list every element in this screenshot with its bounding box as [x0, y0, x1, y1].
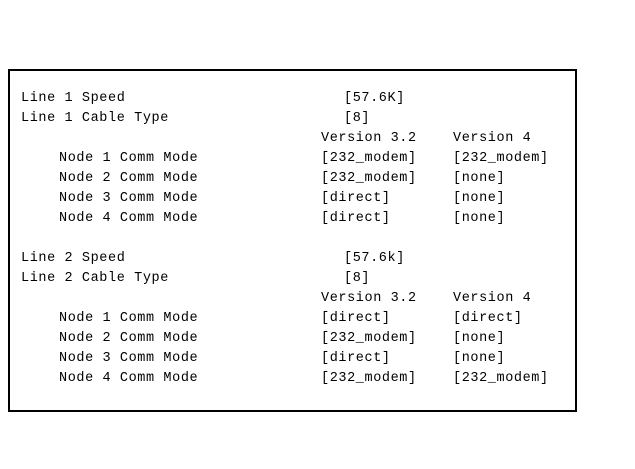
- line-1-node-4-label: Node 4 Comm Mode: [59, 211, 199, 226]
- line-1-node-4-v4-value[interactable]: [none]: [453, 211, 506, 226]
- table-row: Node 1 Comm Mode [direct] [direct]: [10, 309, 575, 329]
- line-1-version-4-header: Version 4: [453, 131, 532, 146]
- table-row: Node 4 Comm Mode [232_modem] [232_modem]: [10, 369, 575, 389]
- line-2-node-1-v4-value[interactable]: [direct]: [453, 311, 523, 326]
- table-row: Node 2 Comm Mode [232_modem] [none]: [10, 169, 575, 189]
- line-2-node-2-v4-value[interactable]: [none]: [453, 331, 506, 346]
- line-2-node-3-v32-value[interactable]: [direct]: [321, 351, 391, 366]
- line-2-node-4-label: Node 4 Comm Mode: [59, 371, 199, 386]
- table-row: Node 1 Comm Mode [232_modem] [232_modem]: [10, 149, 575, 169]
- line-2-node-4-v32-value[interactable]: [232_modem]: [321, 371, 417, 386]
- table-row: Node 2 Comm Mode [232_modem] [none]: [10, 329, 575, 349]
- config-panel: Line 1 Speed [57.6K] Line 1 Cable Type […: [8, 69, 577, 412]
- row-line-1-version-headers: Version 3.2 Version 4: [10, 129, 575, 149]
- table-row: Node 3 Comm Mode [direct] [none]: [10, 349, 575, 369]
- row-line-1-cable-type: Line 1 Cable Type [8]: [10, 109, 575, 129]
- line-1-node-3-v32-value[interactable]: [direct]: [321, 191, 391, 206]
- line-2-node-4-v4-value[interactable]: [232_modem]: [453, 371, 549, 386]
- config-panel-inner: Line 1 Speed [57.6K] Line 1 Cable Type […: [10, 71, 575, 410]
- line-1-node-3-label: Node 3 Comm Mode: [59, 191, 199, 206]
- line-1-version-3-2-header: Version 3.2: [321, 131, 417, 146]
- line-1-cable-type-value[interactable]: [8]: [344, 111, 371, 126]
- line-1-node-1-v32-value[interactable]: [232_modem]: [321, 151, 417, 166]
- line-1-node-2-v4-value[interactable]: [none]: [453, 171, 506, 186]
- line-2-node-2-v32-value[interactable]: [232_modem]: [321, 331, 417, 346]
- row-line-2-speed: Line 2 Speed [57.6k]: [10, 249, 575, 269]
- line-2-cable-type-label: Line 2 Cable Type: [21, 271, 169, 286]
- line-2-speed-label: Line 2 Speed: [21, 251, 126, 266]
- line-1-speed-value[interactable]: [57.6K]: [344, 91, 405, 106]
- line-1-cable-type-label: Line 1 Cable Type: [21, 111, 169, 126]
- line-2-speed-value[interactable]: [57.6k]: [344, 251, 405, 266]
- row-line-1-speed: Line 1 Speed [57.6K]: [10, 89, 575, 109]
- line-1-node-1-v4-value[interactable]: [232_modem]: [453, 151, 549, 166]
- line-1-node-2-v32-value[interactable]: [232_modem]: [321, 171, 417, 186]
- line-2-cable-type-value[interactable]: [8]: [344, 271, 371, 286]
- line-2-version-3-2-header: Version 3.2: [321, 291, 417, 306]
- line-1-node-3-v4-value[interactable]: [none]: [453, 191, 506, 206]
- line-1-node-4-v32-value[interactable]: [direct]: [321, 211, 391, 226]
- table-row: Node 3 Comm Mode [direct] [none]: [10, 189, 575, 209]
- line-1-speed-label: Line 1 Speed: [21, 91, 126, 106]
- line-2-node-2-label: Node 2 Comm Mode: [59, 331, 199, 346]
- line-2-node-1-label: Node 1 Comm Mode: [59, 311, 199, 326]
- line-2-version-4-header: Version 4: [453, 291, 532, 306]
- line-1-node-2-label: Node 2 Comm Mode: [59, 171, 199, 186]
- row-line-2-cable-type: Line 2 Cable Type [8]: [10, 269, 575, 289]
- line-2-node-1-v32-value[interactable]: [direct]: [321, 311, 391, 326]
- row-line-2-version-headers: Version 3.2 Version 4: [10, 289, 575, 309]
- table-row: Node 4 Comm Mode [direct] [none]: [10, 209, 575, 229]
- line-1-node-1-label: Node 1 Comm Mode: [59, 151, 199, 166]
- line-2-node-3-label: Node 3 Comm Mode: [59, 351, 199, 366]
- line-2-node-3-v4-value[interactable]: [none]: [453, 351, 506, 366]
